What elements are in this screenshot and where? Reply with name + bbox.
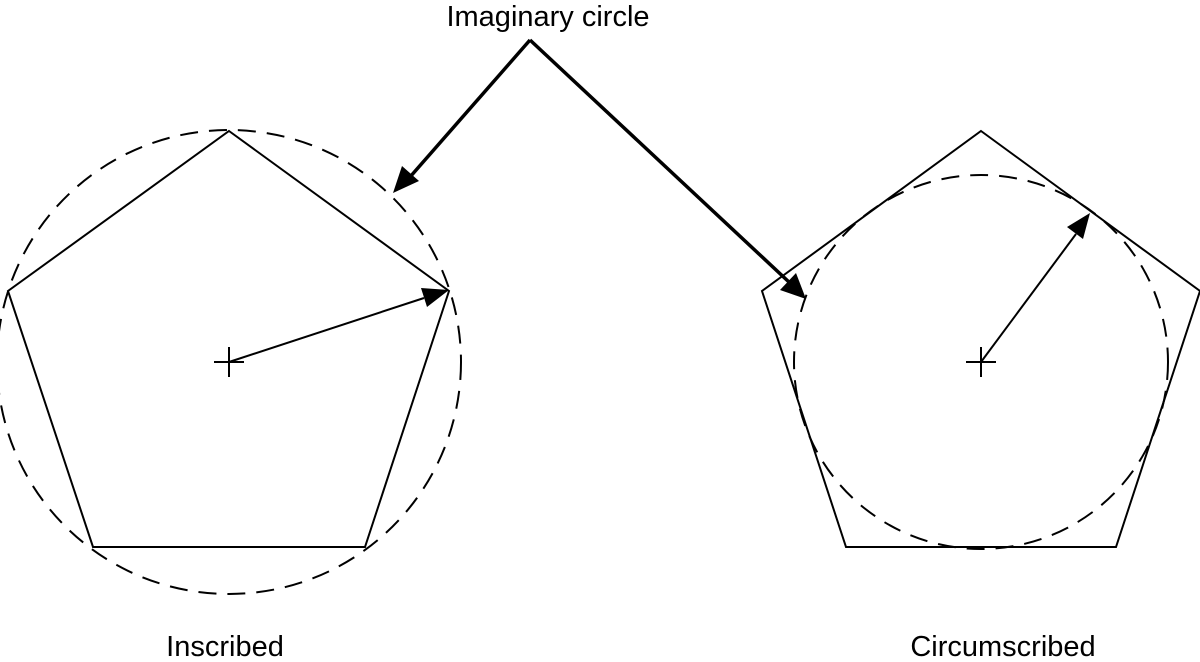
circumscribed-imaginary-circle bbox=[793, 174, 1169, 550]
imaginary-circle-label: Imaginary circle bbox=[446, 1, 649, 33]
leader-line-right bbox=[528, 38, 792, 285]
inscribed-radius-arrow bbox=[228, 297, 425, 363]
circumscribed-radius-arrowhead bbox=[1067, 213, 1090, 239]
inscribed-imaginary-circle bbox=[0, 129, 462, 595]
leader-line-left bbox=[408, 38, 532, 179]
inscribed-figure: Inscribed bbox=[0, 129, 462, 662]
circumscribed-label: Circumscribed bbox=[910, 631, 1095, 662]
imaginary-circle-callout: Imaginary circle bbox=[393, 1, 806, 299]
leader-arrowhead-right bbox=[780, 273, 806, 299]
inscribed-label: Inscribed bbox=[166, 631, 284, 662]
inscribed-radius-arrowhead bbox=[421, 288, 449, 307]
circumscribed-pentagon bbox=[760, 129, 1200, 548]
inscribed-pentagon bbox=[6, 129, 451, 548]
leader-arrowhead-left bbox=[393, 166, 419, 193]
circumscribed-figure: Circumscribed bbox=[760, 129, 1200, 662]
circumscribed-radius-arrow bbox=[980, 233, 1077, 363]
